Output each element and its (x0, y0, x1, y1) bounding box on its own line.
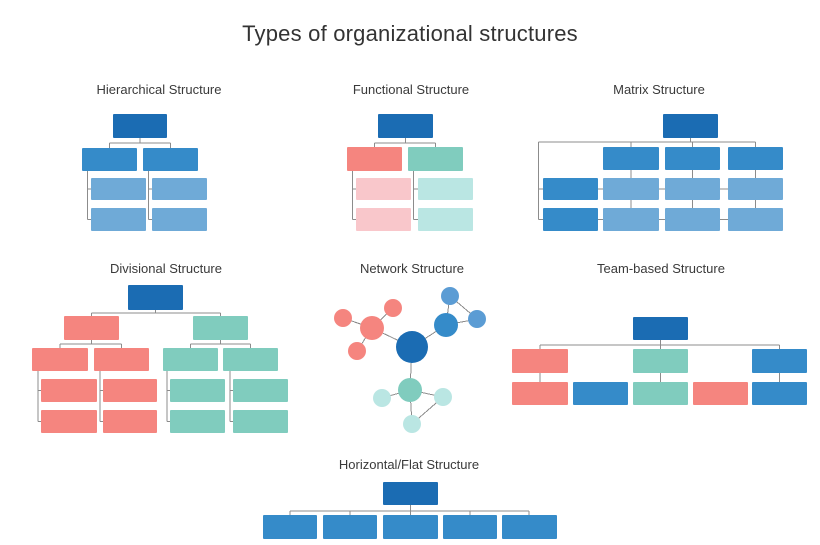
org-box (512, 382, 568, 405)
org-box (41, 379, 97, 402)
org-box (603, 208, 659, 231)
section-title-hierarchical: Hierarchical Structure (96, 82, 222, 97)
org-box (233, 379, 288, 402)
org-box (41, 410, 97, 433)
org-box (170, 410, 225, 433)
org-box (163, 348, 218, 371)
network-node (373, 389, 391, 407)
org-box (356, 178, 411, 200)
org-box (573, 382, 628, 405)
org-box (347, 147, 402, 171)
org-box (103, 379, 157, 402)
org-box (91, 178, 146, 200)
network-node (468, 310, 486, 328)
org-box (665, 147, 720, 170)
network-node (360, 316, 384, 340)
org-box (728, 208, 783, 231)
org-box (233, 410, 288, 433)
org-box (728, 147, 783, 170)
network-node (403, 415, 421, 433)
org-box (418, 178, 473, 200)
org-box (693, 382, 748, 405)
section-title-matrix: Matrix Structure (613, 82, 705, 97)
network-node (434, 388, 452, 406)
org-box (633, 349, 688, 373)
org-box (323, 515, 377, 539)
org-box (443, 515, 497, 539)
org-box (512, 349, 568, 373)
org-box (143, 148, 198, 171)
section-title-functional: Functional Structure (352, 82, 470, 97)
org-box (170, 379, 225, 402)
section-title-network: Network Structure (359, 261, 465, 276)
org-box (94, 348, 149, 371)
org-box (223, 348, 278, 371)
network-node (398, 378, 422, 402)
org-box (633, 317, 688, 340)
org-box (383, 515, 438, 539)
org-box (152, 208, 207, 231)
org-box (103, 410, 157, 433)
network-node (384, 299, 402, 317)
org-box (418, 208, 473, 231)
page-title: Types of organizational structures (242, 21, 578, 46)
network-node (441, 287, 459, 305)
org-box (408, 147, 463, 171)
section-title-horizontal-flat: Horizontal/Flat Structure (338, 457, 480, 472)
org-box (603, 178, 659, 200)
org-box (378, 114, 433, 138)
org-box (543, 208, 598, 231)
org-box (665, 178, 720, 200)
org-box (356, 208, 411, 231)
org-box (32, 348, 88, 371)
network-node (334, 309, 352, 327)
org-box (543, 178, 598, 200)
org-box (64, 316, 119, 340)
org-box (82, 148, 137, 171)
org-box (603, 147, 659, 170)
network-node (348, 342, 366, 360)
section-title-divisional: Divisional Structure (110, 261, 222, 276)
org-box (383, 482, 438, 505)
org-box (752, 349, 807, 373)
org-box (113, 114, 167, 138)
org-box (502, 515, 557, 539)
section-title-team-based: Team-based Structure (597, 261, 725, 276)
org-box (91, 208, 146, 231)
network-node (434, 313, 458, 337)
org-box (633, 382, 688, 405)
org-box (263, 515, 317, 539)
org-box (193, 316, 248, 340)
network-node (396, 331, 428, 363)
org-box (665, 208, 720, 231)
org-box (728, 178, 783, 200)
org-box (128, 285, 183, 310)
org-box (663, 114, 718, 138)
org-box (152, 178, 207, 200)
org-box (752, 382, 807, 405)
